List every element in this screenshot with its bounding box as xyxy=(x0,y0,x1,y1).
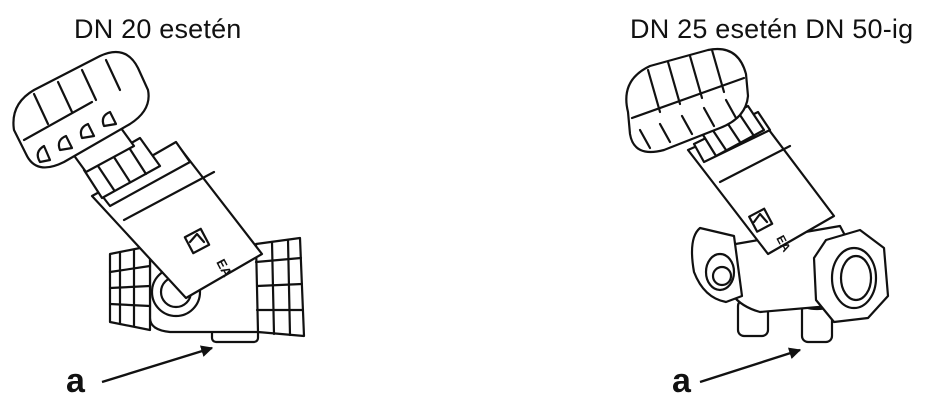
right-union-nut-dn25 xyxy=(812,228,890,324)
caption-dn20: DN 20 esetén xyxy=(74,14,242,44)
left-pipe-end-dn20 xyxy=(108,244,152,332)
pointer-label-left: a xyxy=(66,362,85,400)
valve-dn20: EA xyxy=(12,50,306,344)
left-union-dn25 xyxy=(690,226,744,304)
pointer-arrow-left xyxy=(101,345,214,384)
handwheel-right xyxy=(625,47,750,154)
ea-logo-left xyxy=(183,227,211,255)
handwheel-left xyxy=(12,50,150,169)
ea-logo-right xyxy=(748,207,774,233)
pointer-label-right: a xyxy=(672,362,691,400)
right-pipe-end-dn20 xyxy=(254,236,306,338)
valve-dn25-50: EA xyxy=(625,47,890,344)
pointer-arrow-right xyxy=(699,347,802,384)
caption-dn25-50: DN 25 esetén DN 50-ig xyxy=(630,14,914,44)
